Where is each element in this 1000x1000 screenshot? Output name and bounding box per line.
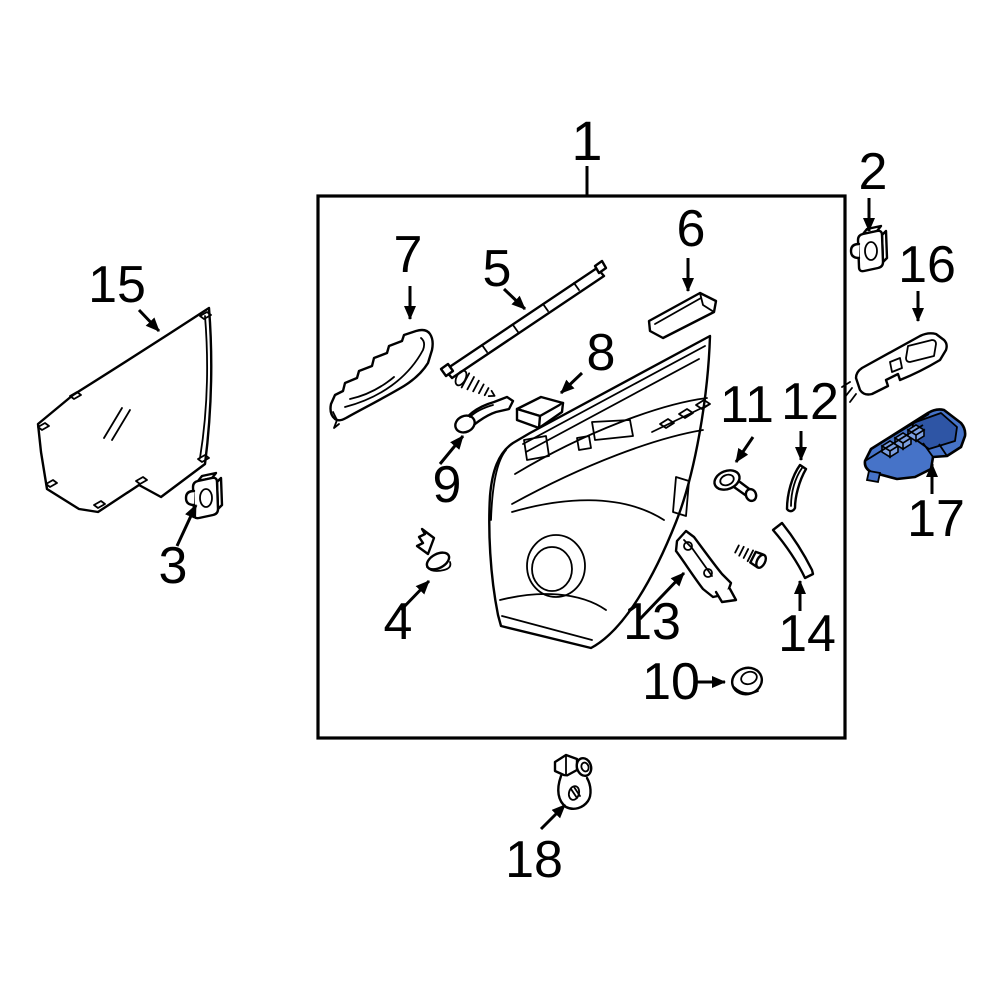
- callout-label-12[interactable]: 12: [781, 373, 839, 431]
- callout-label-11[interactable]: 11: [720, 376, 774, 434]
- callout-label-8[interactable]: 8: [587, 324, 616, 382]
- speaker-opening: [526, 534, 586, 598]
- part-2-retainer-clip[interactable]: [849, 224, 889, 273]
- callout-label-17[interactable]: 17: [907, 490, 965, 548]
- bracket-screw[interactable]: [734, 543, 768, 570]
- door-trim-panel[interactable]: [488, 334, 712, 650]
- part-17-power-window-switch[interactable]: [863, 408, 967, 484]
- glass-shine-marks: [103, 407, 131, 441]
- part-8-cover-cap[interactable]: [515, 395, 565, 430]
- handle-screw[interactable]: [453, 369, 498, 403]
- part-3-retainer-clip[interactable]: [184, 471, 224, 520]
- assembly-outline-box: [316, 194, 847, 740]
- callout-label-4[interactable]: 4: [384, 593, 413, 651]
- part-13-mounting-bracket[interactable]: [674, 529, 738, 604]
- callout-label-6[interactable]: 6: [677, 200, 706, 258]
- switch-knobs: [880, 424, 926, 459]
- callout-label-9[interactable]: 9: [433, 456, 462, 514]
- part-14-trim-strip[interactable]: [771, 521, 815, 580]
- callout-label-10[interactable]: 10: [642, 653, 700, 711]
- callout-label-1[interactable]: 1: [571, 109, 602, 172]
- part-5-belt-weatherstrip[interactable]: [439, 259, 608, 380]
- part-15-door-water-shield[interactable]: [36, 306, 213, 514]
- callout-label-3[interactable]: 3: [159, 537, 188, 595]
- callout-label-16[interactable]: 16: [898, 236, 956, 294]
- callout-label-2[interactable]: 2: [859, 143, 888, 201]
- callout-label-13[interactable]: 13: [623, 593, 681, 651]
- part-4-push-pin-retainer[interactable]: [415, 527, 452, 573]
- callout-label-15[interactable]: 15: [88, 256, 146, 314]
- callout-label-14[interactable]: 14: [778, 605, 836, 663]
- part-7-inside-handle-bezel[interactable]: [329, 328, 434, 429]
- callout-label-7[interactable]: 7: [394, 226, 423, 284]
- callout-label-18[interactable]: 18: [505, 831, 563, 889]
- part-16-switch-bezel[interactable]: [841, 332, 948, 403]
- callout-label-5[interactable]: 5: [483, 240, 512, 298]
- part-18-courtesy-lamp-socket[interactable]: [553, 753, 593, 810]
- part-9-inside-door-handle[interactable]: [453, 395, 515, 435]
- part-11-push-clip[interactable]: [712, 467, 758, 503]
- callout-arrows: [137, 198, 938, 831]
- part-10-grommet-ring[interactable]: [729, 664, 766, 698]
- part-6-trim-cover[interactable]: [647, 291, 718, 340]
- part-12-corner-trim[interactable]: [785, 463, 808, 513]
